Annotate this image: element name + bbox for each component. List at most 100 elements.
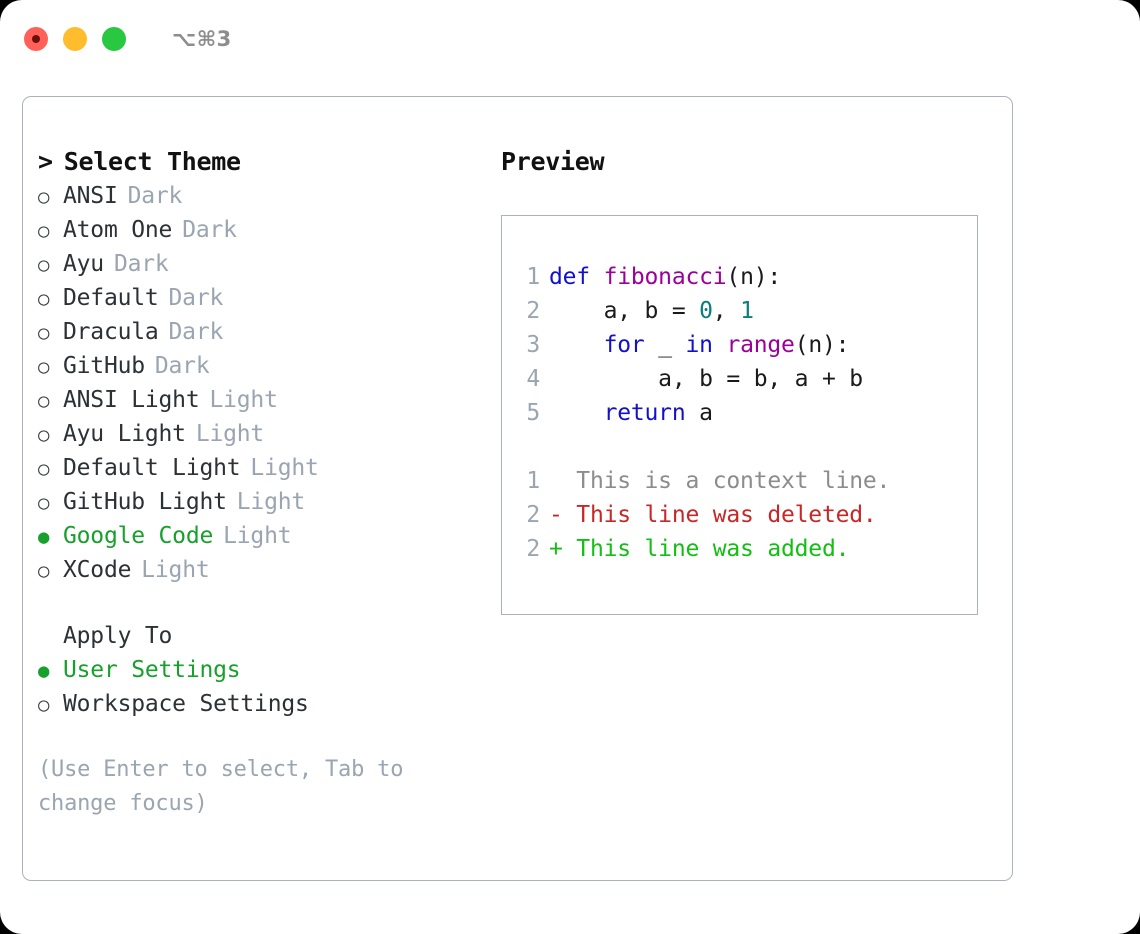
radio-unselected-icon: ○ xyxy=(38,390,50,412)
code-line: 2 a, b = 0, 1 xyxy=(512,294,977,328)
code-token-pln: _ xyxy=(644,332,686,358)
theme-option-ansi[interactable]: ○ ANSI Dark xyxy=(38,179,488,213)
theme-option-ansi-light[interactable]: ○ ANSI Light Light xyxy=(38,383,488,417)
code-token-fn: range xyxy=(726,332,795,358)
apply-to-option-label: User Settings xyxy=(63,657,241,683)
diff-line-text: + This line was added. xyxy=(549,536,850,562)
code-token-pln: a, b = xyxy=(549,298,700,324)
zoom-button[interactable] xyxy=(102,27,126,51)
radio-unselected-icon: ○ xyxy=(38,560,50,582)
code-token-pln: a xyxy=(685,400,713,426)
apply-to-heading: Apply To xyxy=(63,623,173,649)
code-token-kw: return xyxy=(603,400,686,426)
diff-line-del: 2- This line was deleted. xyxy=(512,498,977,532)
line-number: 2 xyxy=(526,298,540,324)
window-controls xyxy=(24,27,126,51)
radio-unselected-icon: ○ xyxy=(38,186,50,208)
theme-option-tag: Light xyxy=(236,489,306,515)
radio-selected-icon: ● xyxy=(38,660,50,682)
radio-selected-icon: ● xyxy=(38,526,50,548)
theme-option-label: Google Code xyxy=(63,523,214,549)
code-line: 4 a, b = b, a + b xyxy=(512,362,977,396)
theme-option-atom-one[interactable]: ○ Atom One Dark xyxy=(38,213,488,247)
theme-option-default-light[interactable]: ○ Default Light Light xyxy=(38,451,488,485)
code-token-pln: (n): xyxy=(794,332,850,358)
code-token-pln xyxy=(713,332,727,358)
theme-option-tag: Light xyxy=(250,455,319,481)
theme-option-ayu-light[interactable]: ○ Ayu Light Light xyxy=(38,417,488,451)
theme-option-label: Ayu xyxy=(63,251,104,277)
radio-unselected-icon: ○ xyxy=(38,424,50,446)
code-token-kw: in xyxy=(685,332,713,358)
code-token-pln: , xyxy=(712,298,741,324)
diff-line-ctx: 1 This is a context line. xyxy=(512,464,977,498)
minimize-button[interactable] xyxy=(63,27,87,51)
theme-option-label: GitHub xyxy=(63,353,145,379)
line-number: 2 xyxy=(526,536,540,562)
code-spacer xyxy=(512,430,977,464)
preview-heading: Preview xyxy=(501,147,605,176)
theme-option-tag: Light xyxy=(195,421,265,447)
theme-option-tag: Light xyxy=(141,557,210,583)
close-button[interactable] xyxy=(24,27,48,51)
theme-option-label: ANSI xyxy=(63,183,118,209)
code-token-num: 1 xyxy=(740,298,754,324)
diff-line-text: This is a context line. xyxy=(549,468,891,494)
theme-option-tag: Dark xyxy=(127,183,183,209)
theme-option-tag: Light xyxy=(209,387,278,413)
theme-option-label: Default xyxy=(63,285,159,311)
theme-option-tag: Dark xyxy=(154,353,210,379)
radio-unselected-icon: ○ xyxy=(38,254,50,276)
radio-unselected-icon: ○ xyxy=(38,458,50,480)
theme-option-label: XCode xyxy=(63,557,132,583)
theme-option-label: Atom One xyxy=(63,217,173,243)
theme-option-tag: Dark xyxy=(182,217,237,243)
theme-option-label: Dracula xyxy=(63,319,159,345)
theme-option-label: Default Light xyxy=(63,455,241,481)
line-number: 2 xyxy=(526,502,540,528)
diff-line-add: 2 + This line was added. xyxy=(512,532,977,566)
theme-option-label: Ayu Light xyxy=(63,421,186,447)
theme-option-tag: Light xyxy=(223,523,292,549)
apply-to-option-label: Workspace Settings xyxy=(63,691,309,717)
line-number: 4 xyxy=(526,366,540,392)
select-theme-label: Select Theme xyxy=(63,147,241,176)
line-number: 5 xyxy=(526,400,540,426)
code-token-pln: (n): xyxy=(726,264,782,290)
apply-to-option-workspace-settings[interactable]: ○ Workspace Settings xyxy=(38,687,488,721)
theme-option-github-light[interactable]: ○ GitHub Light Light xyxy=(38,485,488,519)
radio-unselected-icon: ○ xyxy=(38,492,50,514)
code-token-num: 0 xyxy=(699,298,713,324)
title-bar: ⌥⌘3 xyxy=(0,0,1140,78)
theme-option-label: ANSI Light xyxy=(63,387,200,413)
theme-option-xcode[interactable]: ○ XCode Light xyxy=(38,553,488,587)
spacer xyxy=(38,587,488,619)
code-token-pln xyxy=(549,400,604,426)
radio-unselected-icon: ○ xyxy=(38,220,50,242)
apply-to-option-user-settings[interactable]: ● User Settings xyxy=(38,653,488,687)
radio-unselected-icon: ○ xyxy=(38,356,50,378)
theme-option-github[interactable]: ○ GitHub Dark xyxy=(38,349,488,383)
code-token-fn: fibonacci xyxy=(603,264,727,290)
apply-to-list: ● User Settings ○ Workspace Settings xyxy=(38,653,488,721)
code-token-pln: a, b = b, a + b xyxy=(549,366,863,392)
theme-option-tag: Dark xyxy=(168,285,224,311)
select-theme-heading: >Select Theme xyxy=(38,145,488,179)
line-number: 3 xyxy=(526,332,540,358)
theme-option-tag: Dark xyxy=(168,319,224,345)
code-line: 5 return a xyxy=(512,396,977,430)
theme-option-label: GitHub Light xyxy=(63,489,227,515)
code-line: 3 for _ in range(n): xyxy=(512,328,977,362)
radio-unselected-icon: ○ xyxy=(38,694,50,716)
theme-option-google-code[interactable]: ● Google Code Light xyxy=(38,519,488,553)
